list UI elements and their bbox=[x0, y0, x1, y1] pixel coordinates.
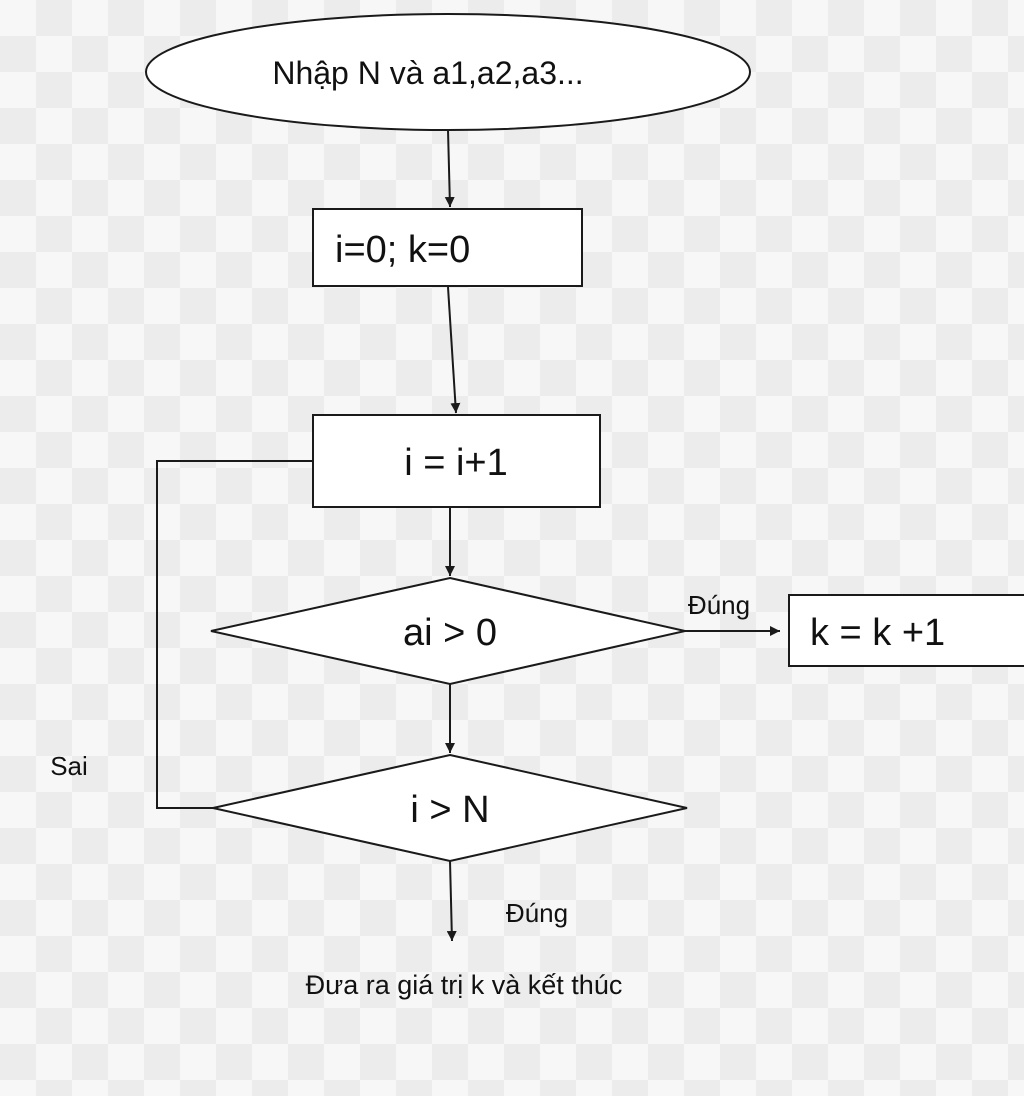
increment-k-box bbox=[788, 594, 1024, 667]
edge-init-to-increment-i bbox=[447, 286, 461, 414]
increment-i-label: i = i+1 bbox=[404, 442, 508, 484]
check-end-label: i > N bbox=[410, 789, 489, 831]
node-increment-i: i = i+1 bbox=[312, 414, 601, 508]
edge-check-end-loop-back bbox=[156, 460, 313, 809]
edge-label-positive-yes: Đúng bbox=[688, 590, 750, 620]
node-check-end: i > N bbox=[212, 753, 688, 863]
edge-label-end-yes: Đúng bbox=[506, 898, 568, 928]
edge-labels: Đúng Đúng Sai bbox=[50, 590, 750, 928]
node-start: Nhập N và a1,a2,a3... bbox=[145, 13, 751, 131]
check-end-diamond bbox=[212, 753, 688, 863]
node-increment-k: k = k +1 bbox=[788, 594, 1024, 667]
increment-i-box bbox=[312, 414, 601, 508]
node-output: Đưa ra giá trị k và kết thúc bbox=[306, 970, 623, 1000]
edge-check-end-to-output bbox=[446, 860, 457, 942]
init-box bbox=[312, 208, 583, 287]
node-init: i=0; k=0 bbox=[312, 208, 583, 287]
start-ellipse bbox=[145, 13, 751, 131]
init-label: i=0; k=0 bbox=[335, 229, 470, 271]
start-label: Nhập N và a1,a2,a3... bbox=[272, 55, 583, 91]
edge-label-end-no: Sai bbox=[50, 751, 88, 781]
check-positive-diamond bbox=[210, 576, 686, 686]
increment-k-label: k = k +1 bbox=[810, 612, 945, 654]
edge-start-to-init bbox=[444, 129, 455, 208]
node-check-positive: ai > 0 bbox=[210, 576, 686, 686]
output-label: Đưa ra giá trị k và kết thúc bbox=[306, 970, 623, 1000]
check-positive-label: ai > 0 bbox=[403, 612, 497, 654]
edges bbox=[156, 129, 780, 942]
